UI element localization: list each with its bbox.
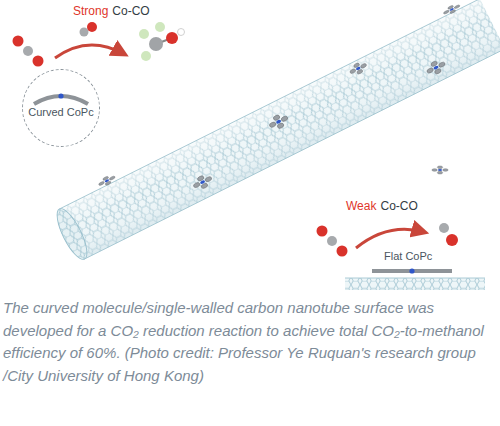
annotation-label: Co-CO [112, 4, 149, 18]
curved-copc [34, 93, 88, 104]
flat-copc [372, 268, 452, 273]
carbon-nanotube [48, 0, 500, 263]
reaction-arrow [356, 229, 424, 248]
reaction-arrow [55, 45, 124, 58]
figure-caption: The curved molecule/single-walled carbon… [3, 297, 495, 387]
flat-graphene-sheet [345, 278, 485, 290]
annotation-label: Weak [346, 199, 376, 213]
co2-molecule [317, 226, 348, 257]
co2-molecule [13, 36, 44, 67]
dashed-circle: Curved CoPc [22, 69, 99, 146]
annotation-label: Co-CO [380, 199, 417, 213]
methanol-molecule [139, 22, 185, 61]
node-label: Curved CoPc [23, 106, 98, 118]
annotation-label: Flat CoPc [384, 250, 432, 262]
annotation-label: Strong [73, 4, 108, 18]
co-molecule [80, 22, 98, 37]
co-molecule [439, 223, 458, 246]
